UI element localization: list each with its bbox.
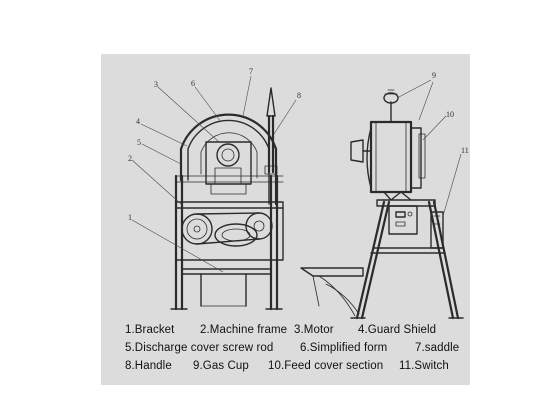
feed-tray — [300, 267, 364, 317]
legend-item-motor: 3.Motor — [294, 324, 334, 336]
callout-7: 7 — [249, 67, 253, 76]
front-view: 1 2 3 4 5 6 7 8 — [128, 67, 301, 311]
bracket-legs — [170, 174, 283, 311]
legend-row-1: 1.Bracket 2.Machine frame 3.Motor 4.Guar… — [101, 324, 470, 342]
legend-item-bracket: 1.Bracket — [125, 324, 175, 336]
callout-11: 11 — [461, 146, 469, 155]
callout-8: 8 — [297, 91, 301, 100]
legend-item-switch: 11.Switch — [399, 360, 449, 372]
side-callouts: 9 10 11 — [396, 71, 469, 217]
side-view: 9 10 11 — [300, 71, 469, 320]
legend-item-guard-shield: 4.Guard Shield — [358, 324, 437, 336]
handle — [264, 87, 278, 175]
legend-item-gas-cup: 9.Gas Cup — [193, 360, 249, 372]
machine-frame — [175, 175, 284, 261]
callout-4: 4 — [136, 117, 140, 126]
machine-drawing: 1 2 3 4 5 6 7 8 — [128, 67, 469, 320]
legend-item-feed-cover-section: 10.Feed cover section — [268, 360, 384, 372]
motor-pulleys — [181, 212, 273, 247]
switch-box — [388, 205, 444, 249]
callout-2: 2 — [128, 154, 132, 163]
guard-shield — [179, 113, 278, 206]
callout-3: 3 — [154, 80, 158, 89]
legend-item-saddle: 7.saddle — [415, 342, 460, 354]
callout-6: 6 — [191, 79, 195, 88]
front-callouts: 1 2 3 4 5 6 7 8 — [128, 67, 301, 273]
legend-row-2: 5.Discharge cover screw rod 6.Simplified… — [101, 342, 470, 360]
side-drum — [350, 120, 426, 201]
gas-cup — [383, 89, 399, 123]
legend-item-discharge-screw-rod: 5.Discharge cover screw rod — [125, 342, 274, 354]
callout-9: 9 — [432, 71, 436, 80]
gearbox — [205, 141, 252, 195]
diagram-panel: 1 2 3 4 5 6 7 8 — [101, 54, 470, 385]
callout-1: 1 — [128, 213, 132, 222]
legend-row-3: 8.Handle 9.Gas Cup 10.Feed cover section… — [101, 360, 470, 378]
legend-item-handle: 8.Handle — [125, 360, 172, 372]
legend-item-simplified-form: 6.Simplified form — [300, 342, 388, 354]
side-stand — [350, 199, 464, 320]
callout-10: 10 — [446, 110, 454, 119]
callout-5: 5 — [137, 138, 141, 147]
legend-item-machine-frame: 2.Machine frame — [200, 324, 288, 336]
